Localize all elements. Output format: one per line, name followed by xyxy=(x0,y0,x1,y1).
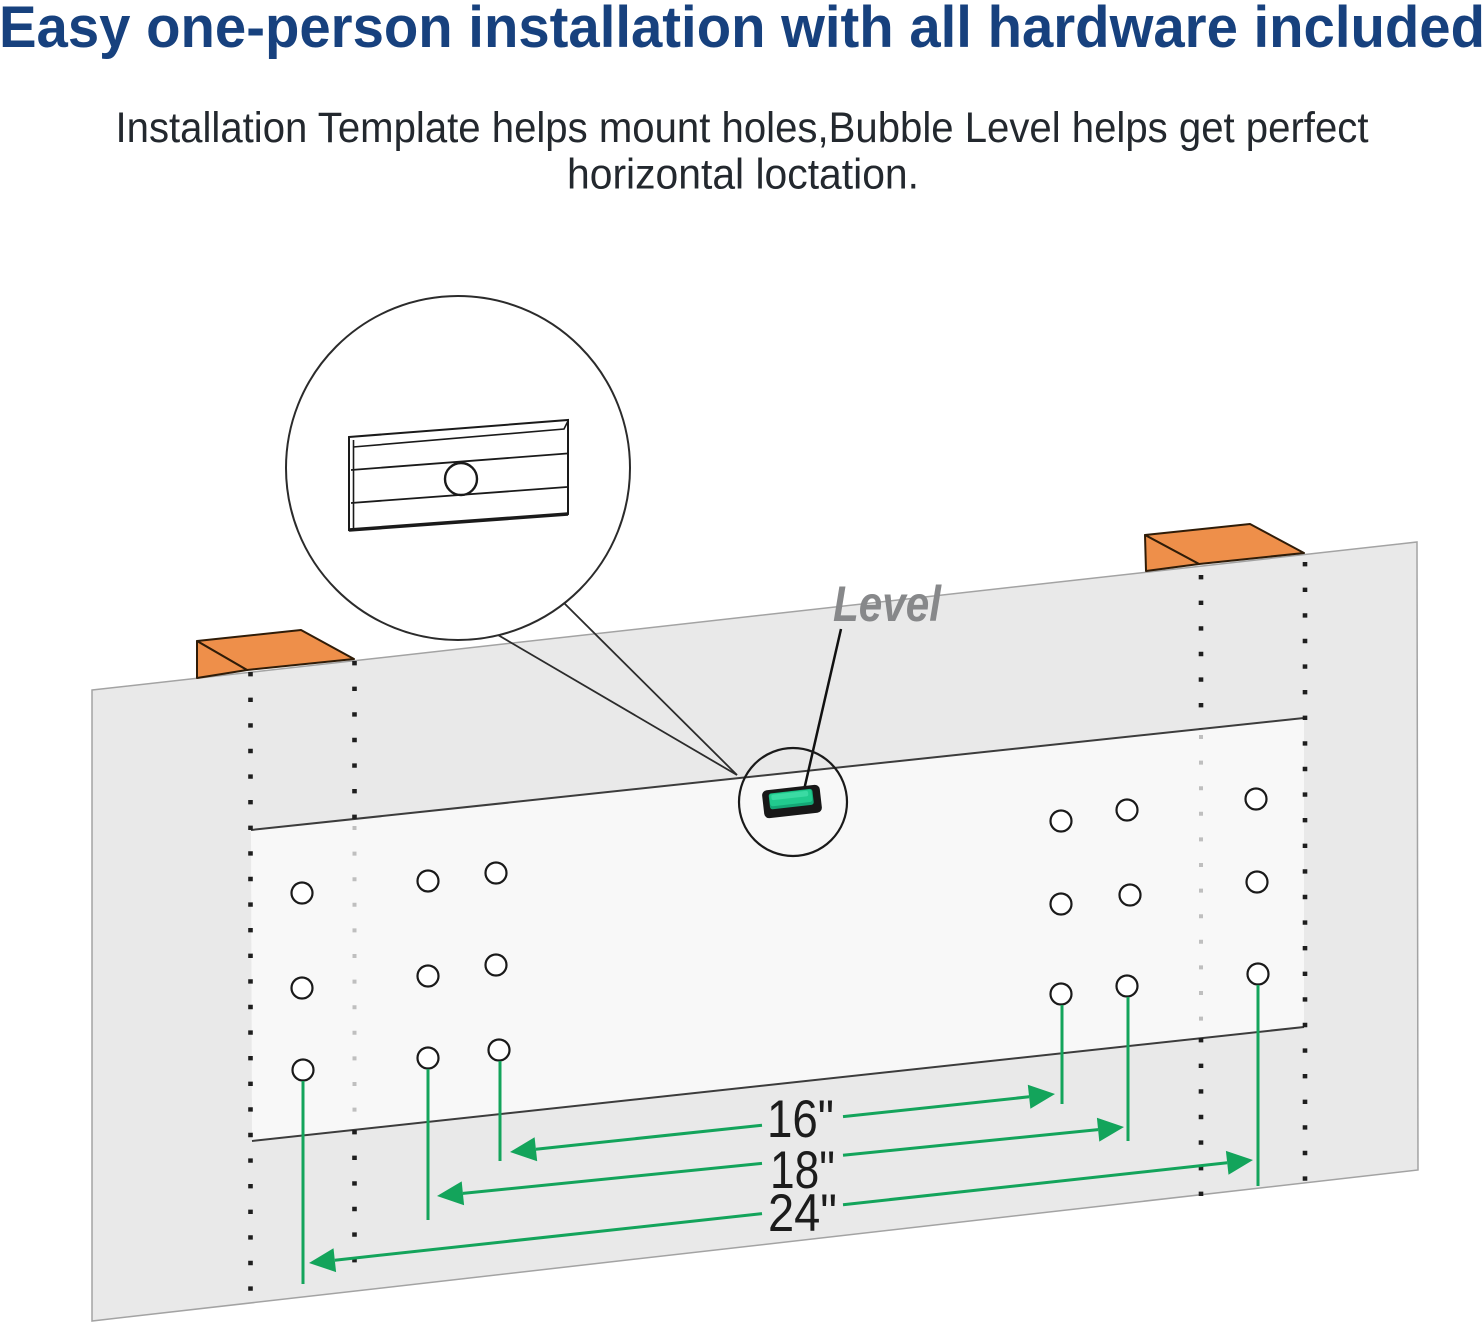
svg-text:Easy one-person installation w: Easy one-person installation with all ha… xyxy=(0,0,1484,60)
svg-text:24": 24" xyxy=(768,1184,837,1243)
svg-text:Level: Level xyxy=(833,576,942,632)
svg-text:16": 16" xyxy=(767,1090,834,1149)
svg-text:horizontal loctation.: horizontal loctation. xyxy=(567,151,919,199)
svg-text:18": 18" xyxy=(770,1141,835,1200)
svg-text:Installation Template helps mo: Installation Template helps mount holes,… xyxy=(116,104,1369,152)
